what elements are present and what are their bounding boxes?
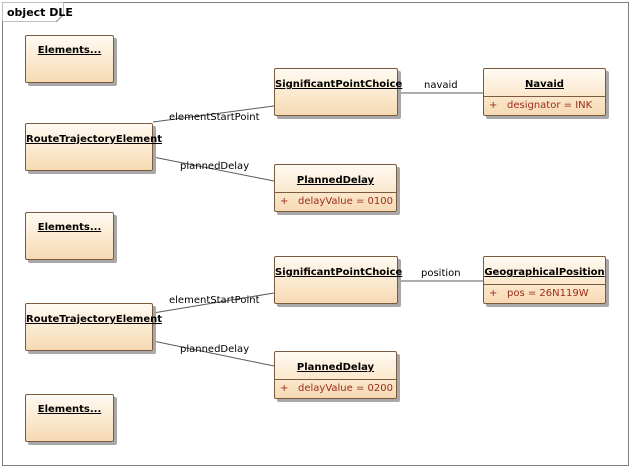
- elements-box-2[interactable]: Elements...: [25, 212, 114, 260]
- planned-delay-box-1[interactable]: PlannedDelay + delayValue = 0100: [274, 164, 397, 212]
- navaid-title: Navaid: [525, 79, 564, 90]
- connector-pd-1: [152, 156, 275, 182]
- significant-point-choice-box-2[interactable]: SignificantPointChoice: [274, 256, 403, 304]
- geographical-position-attribute-visibility: +: [489, 288, 498, 299]
- navaid-box[interactable]: Navaid + designator = INK: [483, 68, 606, 116]
- connector-pd-2: [152, 340, 275, 367]
- planned-delay-attribute-visibility-2: +: [280, 383, 289, 394]
- navaid-separator: [484, 96, 605, 97]
- connector-label-navaid: navaid: [424, 80, 458, 91]
- planned-delay-attribute-text-1: delayValue = 0100: [298, 196, 393, 207]
- elements-title-2: Elements...: [37, 222, 102, 233]
- route-trajectory-element-title-2: RouteTrajectoryElement: [26, 314, 163, 325]
- elements-title-1: Elements...: [37, 45, 102, 56]
- route-trajectory-element-box-2[interactable]: RouteTrajectoryElement: [25, 303, 163, 351]
- geographical-position-separator: [484, 284, 605, 285]
- frame-tab: [2, 2, 64, 22]
- connector-label-planned-delay-2: plannedDelay: [180, 344, 250, 355]
- planned-delay-separator-1: [275, 192, 396, 193]
- planned-delay-box-2[interactable]: PlannedDelay + delayValue = 0200: [274, 351, 397, 399]
- connector-esp-1: [152, 105, 275, 123]
- planned-delay-attribute-1: + delayValue = 0100: [280, 196, 394, 207]
- route-trajectory-element-box-1[interactable]: RouteTrajectoryElement: [25, 123, 163, 171]
- planned-delay-attribute-visibility-1: +: [280, 196, 289, 207]
- planned-delay-separator-2: [275, 379, 396, 380]
- planned-delay-title-1: PlannedDelay: [296, 175, 375, 186]
- connector-label-element-start-point-1: elementStartPoint: [169, 112, 260, 123]
- geographical-position-box[interactable]: GeographicalPosition + pos = 26N119W: [483, 256, 606, 304]
- elements-box-3[interactable]: Elements...: [25, 394, 114, 442]
- connector-esp-2: [152, 292, 275, 314]
- significant-point-choice-box-1[interactable]: SignificantPointChoice: [274, 68, 403, 116]
- elements-box-1[interactable]: Elements...: [25, 35, 114, 83]
- planned-delay-attribute-2: + delayValue = 0200: [280, 383, 394, 394]
- significant-point-choice-title-1: SignificantPointChoice: [275, 79, 403, 90]
- planned-delay-title-2: PlannedDelay: [296, 362, 375, 373]
- navaid-attribute-visibility: +: [489, 100, 498, 111]
- route-trajectory-element-title-1: RouteTrajectoryElement: [26, 134, 163, 145]
- significant-point-choice-title-2: SignificantPointChoice: [275, 267, 403, 278]
- connector-label-element-start-point-2: elementStartPoint: [169, 295, 260, 306]
- geographical-position-title: GeographicalPosition: [484, 267, 605, 278]
- elements-title-3: Elements...: [37, 404, 102, 415]
- geographical-position-attribute-text: pos = 26N119W: [507, 288, 589, 299]
- connector-label-planned-delay-1: plannedDelay: [180, 161, 250, 172]
- connector-label-position: position: [421, 268, 461, 279]
- planned-delay-attribute-text-2: delayValue = 0200: [298, 383, 393, 394]
- navaid-attribute: + designator = INK: [489, 100, 603, 111]
- navaid-attribute-text: designator = INK: [507, 100, 593, 111]
- geographical-position-attribute: + pos = 26N119W: [489, 288, 603, 299]
- frame-label: object DLE: [7, 6, 73, 19]
